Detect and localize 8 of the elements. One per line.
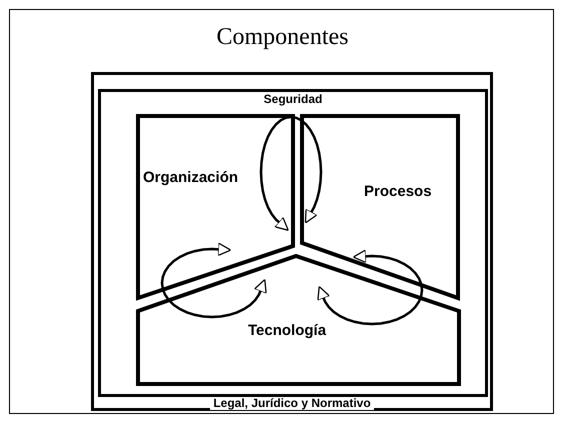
region-label: Procesos: [364, 184, 432, 200]
title: Componentes: [216, 24, 350, 51]
cycle-arrow: [317, 250, 424, 326]
region-label: Tecnología: [248, 323, 326, 339]
cycle-arrow: [260, 116, 322, 231]
region-label: Organización: [143, 170, 238, 186]
cycle-arrow: [160, 242, 267, 318]
frame-label: Legal, Jurídico y Normativo: [210, 397, 374, 410]
